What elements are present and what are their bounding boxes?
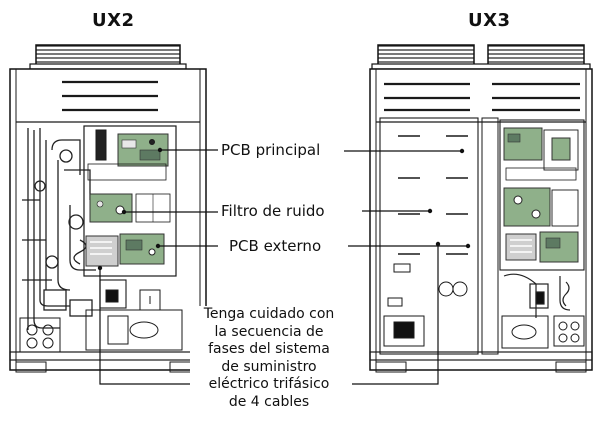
leader-note-right [352,244,439,385]
leader-note-left [99,268,196,385]
noise-filter-board [89,193,133,223]
phase-sequence-note: Tenga cuidado con la secuencia de fases … [190,306,348,411]
label-pcb-principal: PCB principal [218,141,324,159]
pcb-externo-board-ux3 [505,233,537,261]
note-line: la secuencia de [214,323,324,340]
pcb-principal-board-ux3 [503,127,543,161]
unit-title-ux3: UX3 [468,10,511,31]
note-line: fases del sistema [208,341,330,357]
louvre-ux2 [62,80,158,112]
label-pcb-externo: PCB externo [226,237,325,255]
piping-ux2 [22,128,96,330]
unit-title-ux2: UX2 [92,10,135,31]
noise-filter-board-ux3 [503,187,551,227]
leader-lines [99,149,468,385]
cabinet-ux3 [369,68,593,371]
pcb-externo-board [85,235,119,267]
note-line: de suministro [221,358,317,375]
leader-dots [97,147,471,271]
unit-ux2-drawing [9,44,207,373]
label-noise-filter: Filtro de ruido [218,202,328,220]
note-line: Tenga cuidado con [203,306,335,322]
unit-ux3-drawing [369,44,593,373]
note-line: eléctrico trifásico [208,376,330,392]
note-line: de 4 cables [228,393,310,410]
